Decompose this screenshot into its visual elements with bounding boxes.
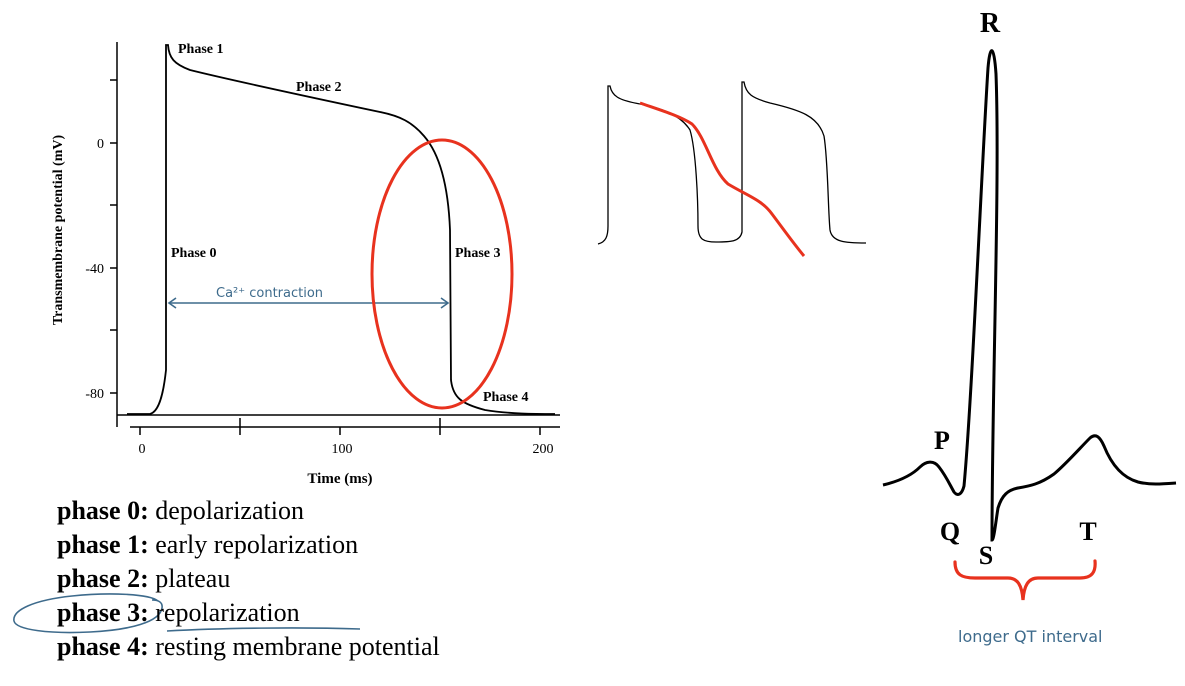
p-wave-label: P: [934, 426, 950, 455]
prolonged-action-potential-sketch: [597, 81, 867, 257]
qt-interval-annotation: longer QT interval: [958, 627, 1103, 646]
phase-row: phase 4: resting membrane potential: [57, 630, 440, 664]
phase-4-label: Phase 4: [483, 390, 529, 405]
phase-3-underline: [166, 627, 361, 632]
action-potential-chart: 0 -40 -80 0 100 200 Time (ms) Transmembr…: [51, 42, 560, 487]
contraction-annotation: Ca²⁺ contraction: [216, 286, 323, 301]
phase-term: phase 2:: [57, 564, 149, 593]
phase-row: phase 2: plateau: [57, 562, 440, 596]
phase-row: phase 1: early repolarization: [57, 528, 440, 562]
contraction-arrow: [167, 297, 450, 309]
s-wave-label: S: [979, 541, 993, 570]
q-wave-label: Q: [940, 517, 960, 546]
x-tick-marks: [139, 418, 541, 435]
qt-interval-bracket: [953, 559, 1097, 601]
phase-definitions-list: phase 0: depolarization phase 1: early r…: [57, 494, 440, 664]
phase-term: phase 0:: [57, 496, 149, 525]
t-wave-label: T: [1079, 517, 1096, 546]
phase-term: phase 4:: [57, 632, 149, 661]
prolonged-repolarization-trace: [639, 101, 806, 257]
action-potential-curve: [127, 44, 556, 415]
phase-row: phase 0: depolarization: [57, 494, 440, 528]
phase-description: repolarization: [155, 598, 300, 627]
x-axis-label: Time (ms): [307, 471, 372, 487]
x-tick-label: 200: [533, 442, 554, 457]
x-tick-label: 100: [332, 442, 353, 457]
x-tick-label: 0: [139, 442, 146, 457]
y-tick-marks: [110, 79, 117, 394]
phase-description: early repolarization: [155, 530, 359, 559]
phase-1-label: Phase 1: [178, 42, 224, 57]
phase-description: depolarization: [155, 496, 304, 525]
phase-description: plateau: [155, 564, 231, 593]
ecg-trace: [882, 49, 1177, 542]
ecg-chart: R P Q S T longer QT interval: [882, 8, 1177, 646]
phase-0-label: Phase 0: [171, 246, 217, 261]
phase-3-highlight-circle: [370, 138, 514, 410]
phase-3-hand-circle: [13, 593, 163, 634]
y-axis-label: Transmembrane potential (mV): [51, 135, 66, 326]
r-wave-label: R: [980, 8, 1001, 39]
y-tick-label: -40: [85, 262, 104, 277]
normal-ap-trace: [597, 81, 867, 245]
y-tick-label: 0: [97, 137, 104, 152]
phase-2-label: Phase 2: [296, 80, 342, 95]
y-tick-label: -80: [85, 387, 104, 402]
phase-row: phase 3: repolarization: [57, 596, 440, 630]
phase-term: phase 3:: [57, 598, 149, 627]
phase-term: phase 1:: [57, 530, 149, 559]
phase-3-label: Phase 3: [455, 246, 501, 261]
phase-description: resting membrane potential: [155, 632, 440, 661]
